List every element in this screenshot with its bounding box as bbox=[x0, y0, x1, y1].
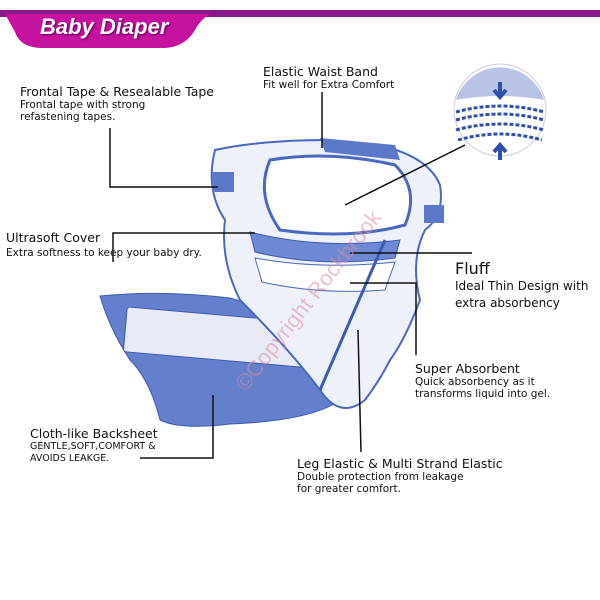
label-title: Frontal Tape & Resealable Tape bbox=[20, 84, 215, 99]
label-title: Leg Elastic & Multi Strand Elastic bbox=[297, 456, 503, 471]
label-title: Super Absorbent bbox=[415, 361, 520, 376]
header-bar bbox=[0, 10, 600, 17]
label-title: Elastic Waist Band bbox=[263, 64, 378, 79]
label-super-absorbent: Super Absorbent Quick absorbency as it t… bbox=[415, 361, 550, 400]
arrow-down-icon bbox=[492, 82, 508, 101]
label-backsheet: Cloth-like Backsheet GENTLE,SOFT,COMFORT… bbox=[30, 426, 158, 465]
inner-waist bbox=[262, 154, 413, 236]
label-desc: AVOIDS LEAKGE. bbox=[30, 453, 110, 464]
leg-elastic-shape bbox=[318, 239, 387, 391]
arrow-up-icon bbox=[492, 141, 508, 160]
leader-lines bbox=[109, 92, 472, 459]
label-desc: for greater comfort. bbox=[297, 483, 401, 495]
label-ultrasoft: Ultrasoft Cover Extra softness to keep y… bbox=[6, 230, 202, 259]
label-desc: Ideal Thin Design with bbox=[455, 279, 589, 293]
label-title: Cloth-like Backsheet bbox=[30, 426, 158, 441]
top-layer bbox=[249, 231, 401, 263]
label-title: Ultrasoft Cover bbox=[6, 230, 101, 245]
label-waist-band: Elastic Waist Band Fit well for Extra Co… bbox=[263, 64, 394, 91]
header-tab bbox=[5, 14, 210, 48]
waist-band bbox=[320, 138, 400, 160]
label-frontal-tape: Frontal Tape & Resealable Tape Frontal t… bbox=[20, 84, 214, 123]
label-desc: GENTLE,SOFT,COMFORT & bbox=[30, 441, 156, 452]
label-desc: refastening tapes. bbox=[20, 111, 116, 123]
frontal-tape bbox=[212, 172, 234, 192]
label-desc: Frontal tape with strong bbox=[20, 99, 146, 111]
label-desc: extra absorbency bbox=[455, 296, 560, 310]
label-desc: Fit well for Extra Comfort bbox=[263, 79, 395, 91]
label-leg-elastic: Leg Elastic & Multi Strand Elastic Doubl… bbox=[297, 456, 503, 495]
label-desc: Double protection from leakage bbox=[297, 471, 464, 483]
page-title: Baby Diaper bbox=[40, 14, 169, 39]
label-fluff: Fluff Ideal Thin Design with extra absor… bbox=[455, 259, 588, 312]
label-desc: Quick absorbency as it bbox=[415, 376, 535, 388]
label-title: Fluff bbox=[455, 259, 490, 278]
label-desc: Extra softness to keep your baby dry. bbox=[6, 247, 202, 259]
label-desc: transforms liquid into gel. bbox=[415, 388, 551, 400]
side-tape bbox=[424, 205, 444, 223]
